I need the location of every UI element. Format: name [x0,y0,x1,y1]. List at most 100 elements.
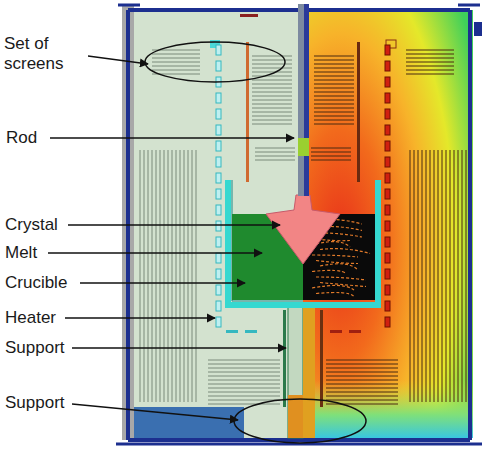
heater-segment [385,141,390,151]
screen-line [208,392,280,393]
screen-line [326,360,398,361]
flow-streak [316,277,366,280]
screen-line [406,62,454,63]
leader-line [48,252,262,253]
inner-support-right [320,310,323,407]
part-label: Heater [5,308,56,328]
heater-segment [216,125,221,135]
heater-segment [216,285,221,295]
heater-segment [385,317,390,327]
screen-line [208,396,280,397]
tube-right [357,42,360,182]
screen-line [326,364,398,365]
screen-line [314,64,354,65]
screen-line [252,84,292,85]
insulation-line [438,150,439,402]
screen-line [314,60,354,61]
screen-line [326,396,398,397]
flow-streak [320,249,370,254]
heater-segment [385,205,390,215]
screen-line [326,376,398,377]
heater-segment [216,93,221,103]
screen-line [152,62,200,63]
screen-line [255,152,295,153]
screen-line [326,400,398,401]
screen-line [255,160,295,161]
window [240,14,258,17]
screen-line [208,368,280,369]
screen-line [255,156,295,157]
rod-holder [298,138,309,156]
screen-line [314,84,354,85]
screen-line [314,72,354,73]
heater-segment [385,189,390,199]
screen-line [326,368,398,369]
insulation-line [430,150,431,402]
heater-segment [216,301,221,311]
screen-line [311,156,351,157]
screen-line [314,124,354,125]
heater-foot [349,330,361,333]
flow-streak [320,233,362,237]
leader-line [50,137,294,138]
leader-line [80,282,245,283]
inner-support [283,310,286,407]
screen-line [314,108,354,109]
insulation-line [168,150,169,402]
heater-segment [385,77,390,87]
port [474,22,482,36]
insulation-line [172,150,173,402]
heater-segment [385,285,390,295]
screen-line [314,68,354,69]
insulation-line [188,150,189,402]
screen-line [314,80,354,81]
screen-line [406,50,454,51]
screen-line [152,70,200,71]
heater-segment [216,189,221,199]
screen-line [314,112,354,113]
heater-segment [216,61,221,71]
screen-line [252,104,292,105]
screen-line [208,404,280,405]
flow-streak [312,270,346,273]
screen-line [326,380,398,381]
screen-line [314,104,354,105]
screen-line [252,100,292,101]
heater-segment [385,237,390,247]
screen-line [208,364,280,365]
screen-line [252,92,292,93]
insulation-line [160,150,161,402]
insulation-line [180,150,181,402]
flow-streak [312,285,354,290]
insulation-line [414,150,415,402]
screen-line [406,66,454,67]
insulation-line [426,150,427,402]
heater-segment [216,157,221,167]
screen-line [314,96,354,97]
part-label: Set of screens [4,34,84,74]
screen-line [252,108,292,109]
heater-segment [385,125,390,135]
screen-line [314,120,354,121]
part-label: Melt [5,243,37,263]
flow-streak [316,293,354,297]
screen-line [208,388,280,389]
screen-line [406,54,454,55]
heater-segment [216,269,221,279]
heater-segment [216,109,221,119]
part-label: Support [5,338,65,358]
heater-segment [385,45,390,55]
insulation-line [418,150,419,402]
screen-line [252,96,292,97]
screen-line [208,384,280,385]
screen-line [311,148,351,149]
heater-segment [385,253,390,263]
heater-foot [226,330,238,333]
insulation-line [192,150,193,402]
leader-line [72,347,286,348]
tube [246,42,249,182]
heater-segment [385,93,390,103]
support-shaft [288,305,303,438]
screen-line [252,64,292,65]
